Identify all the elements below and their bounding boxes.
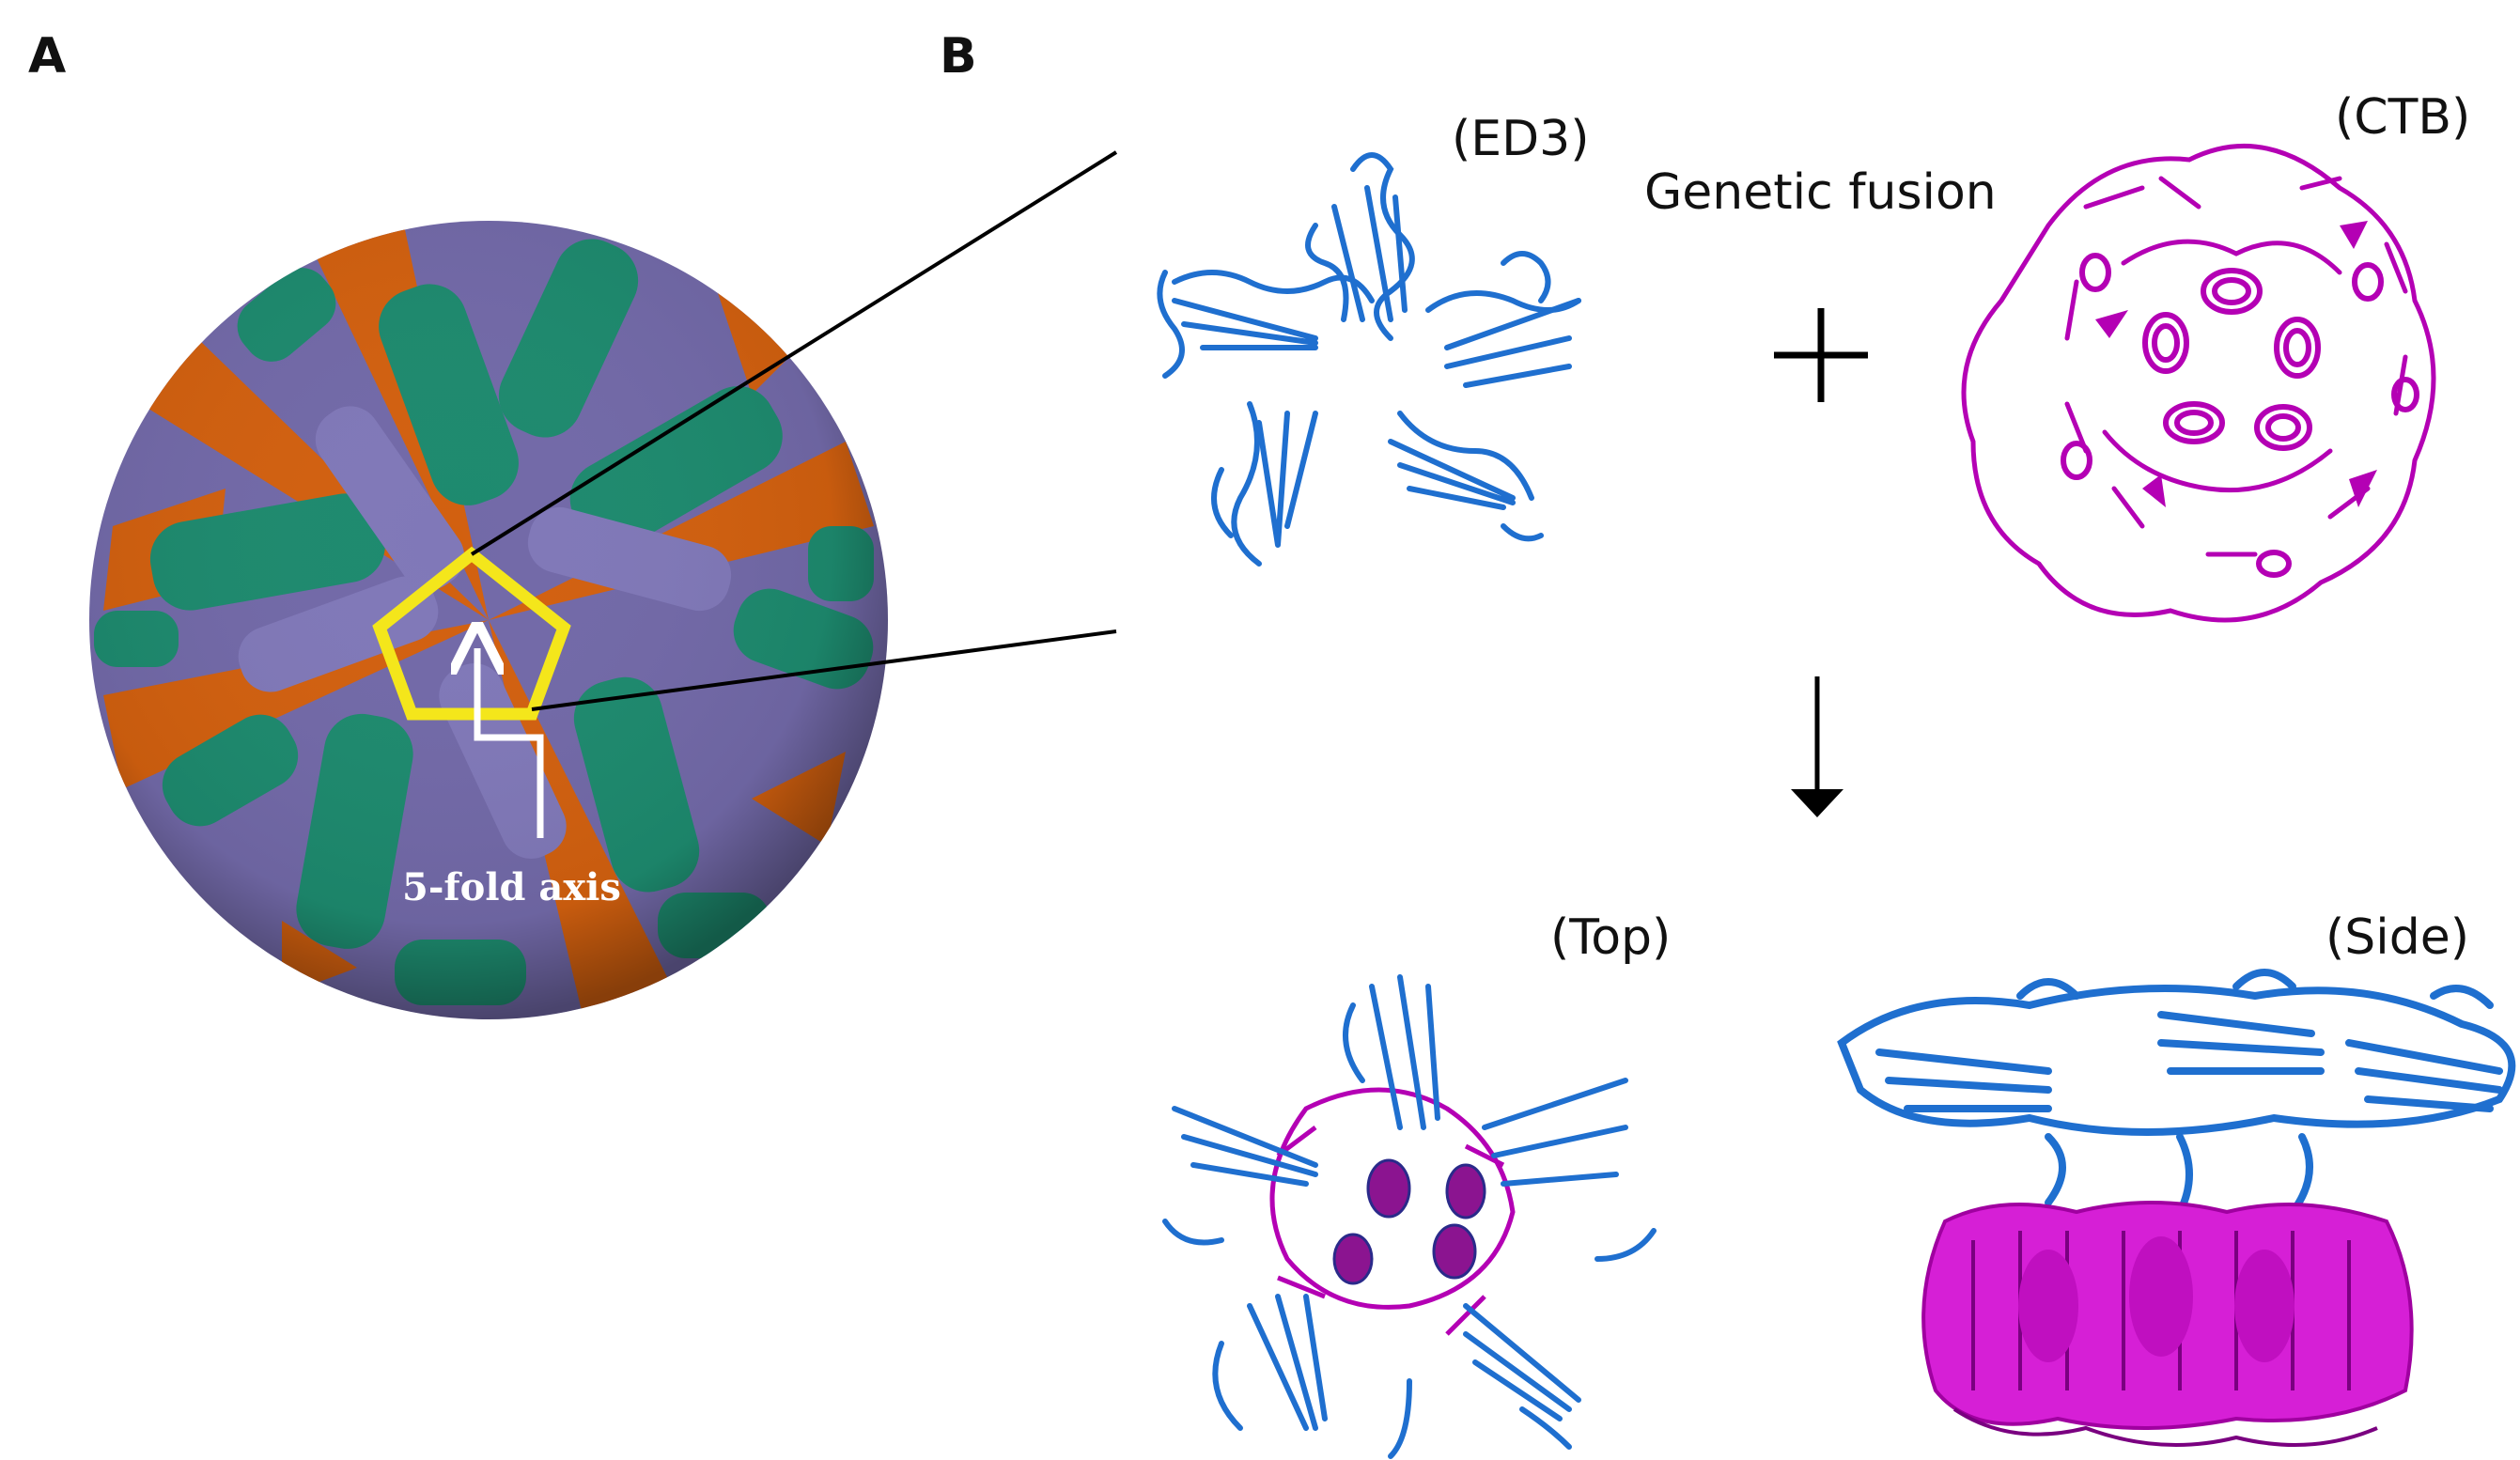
zoom-line-top: [470, 150, 1118, 556]
ed3-subunit-lower-left: [1211, 401, 1318, 567]
side-label: (Side): [2326, 909, 2470, 966]
panel-b-letter: B: [940, 28, 977, 85]
five-fold-axis-label: 5-fold axis: [402, 865, 621, 909]
plus-sign: [1774, 308, 1868, 402]
fusion-side-view: [1837, 969, 2516, 1447]
zoom-line-bottom: [531, 629, 1117, 711]
ed3-subunit-left: [1157, 270, 1375, 379]
ed3-subunit-right: [1425, 251, 1581, 388]
ed3-label: (ED3): [1452, 111, 1590, 167]
five-fold-arrow: [477, 648, 544, 838]
fusion-top-view: [1162, 974, 1657, 1459]
down-arrow: [1791, 676, 1843, 817]
five-fold-pentagon: [372, 546, 571, 721]
top-label: (Top): [1550, 909, 1672, 966]
ctb-helices: [2061, 253, 2419, 578]
ctb-label: (CTB): [2335, 89, 2471, 146]
ed3-pentamer: [1157, 152, 1581, 567]
ed3-subunit-top: [1305, 152, 1415, 341]
ed3-subunit-lower-right: [1388, 411, 1544, 542]
panel-a-letter: A: [28, 28, 67, 85]
fusion-label: Genetic fusion: [1644, 164, 1997, 221]
ctb-pentamer: [1961, 143, 2436, 623]
